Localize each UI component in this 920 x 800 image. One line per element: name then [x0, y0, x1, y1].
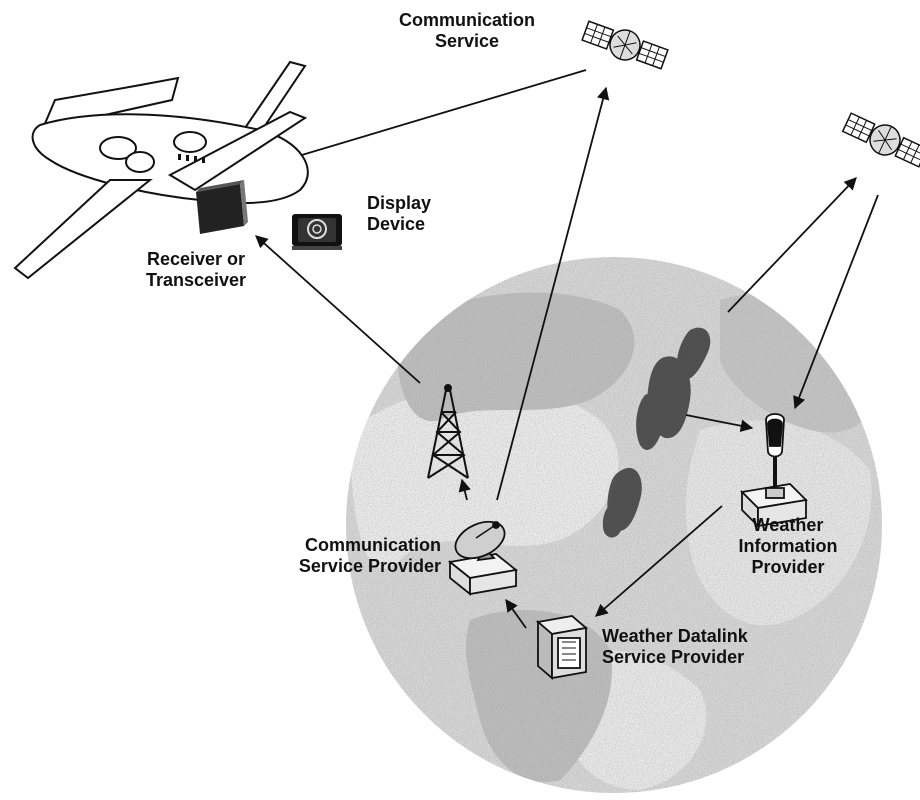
data-flow-arrows [255, 69, 879, 629]
airplane [13, 60, 309, 280]
storm-cells [602, 327, 711, 538]
weather-information-provider-label: Weather Information Provider [738, 515, 838, 577]
communication-service-provider-label: Communication Service Provider [298, 535, 441, 576]
earth-globe [346, 257, 882, 793]
receiver-transceiver-label: Receiver or Transceiver [145, 249, 247, 290]
weather-datalink-service-provider-label: Weather Datalink Service Provider [602, 626, 748, 667]
display-device-label: Display Device [367, 193, 432, 234]
weather-sensor-icon [740, 413, 808, 529]
radio-tower-icon [427, 384, 469, 479]
weather-satellite-icon [841, 112, 920, 168]
airplane-windows-icon [178, 154, 205, 163]
communication-satellite-icon [581, 20, 669, 70]
display-device-icon [292, 214, 342, 250]
receiver-box-icon [196, 180, 248, 234]
communication-service-label: Communication Service [398, 10, 535, 51]
datalink-computer-icon [535, 615, 589, 680]
satellite-dish-icon [447, 520, 519, 596]
